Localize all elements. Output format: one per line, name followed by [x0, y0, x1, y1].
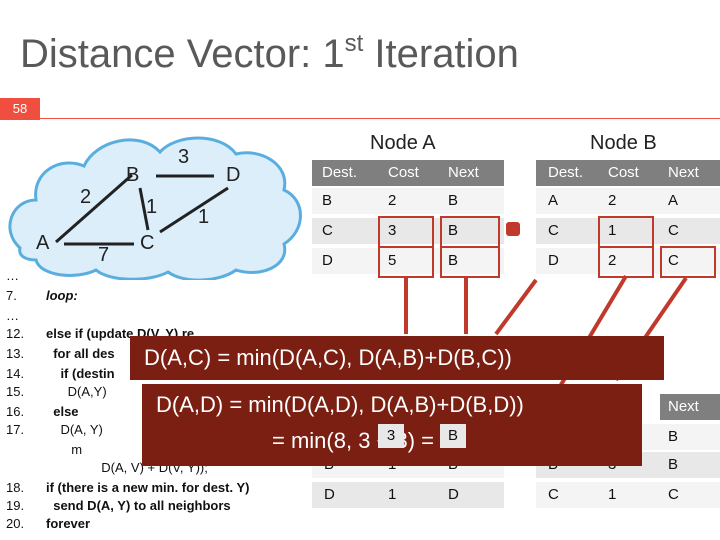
node-a-header-next: Next [440, 160, 504, 186]
node-b-label: B [126, 164, 140, 186]
node-b-row3-cost: 2 [598, 248, 660, 274]
weight-b-d: 3 [178, 146, 190, 168]
tag-next-b: B [440, 424, 466, 448]
node-c-row2-cost: 1 [378, 482, 440, 508]
node-a-row1-next: B [440, 188, 504, 214]
header-rule [40, 118, 720, 119]
node-d-header-next: Next [660, 394, 720, 420]
node-b-row3-dest: D [536, 248, 610, 274]
node-b-row2-cost: 1 [598, 218, 660, 244]
node-b-row2-dest: C [536, 218, 610, 244]
node-b-row3-next: C [660, 248, 720, 274]
node-b-header-cost: Cost [598, 160, 660, 186]
highlight-a-d-next [440, 246, 500, 278]
weight-a-b: 2 [80, 186, 92, 208]
weight-c-d: 1 [198, 206, 210, 228]
banner-d-a-c: D(A,C) = min(D(A,C), D(A,B)+D(B,C)) [130, 336, 664, 380]
node-b-title: Node B [590, 132, 657, 154]
arrow-marker [506, 222, 520, 236]
tag-cost-3: 3 [378, 424, 404, 448]
highlight-b-d-next [660, 246, 716, 278]
node-d-row2-next: B [660, 452, 720, 478]
edge-c-d [159, 186, 229, 234]
page-title: Distance Vector: 1st Iteration [20, 30, 519, 77]
banner-d-a-d-line2: = min(8, 3 + 3) = 5 [272, 428, 453, 453]
banner-d-a-d-line1: D(A,D) = min(D(A,D), D(A,B)+D(B,D)) [156, 392, 524, 417]
node-b-row1-next: A [660, 188, 720, 214]
highlight-b-c-cost [598, 216, 654, 248]
node-a-row3-dest: D [312, 248, 388, 274]
node-a-label: A [36, 232, 50, 254]
node-a-row2-next: B [440, 218, 504, 244]
node-d-row3-cost: 1 [598, 482, 660, 508]
node-b-header-next: Next [660, 160, 720, 186]
weight-a-c: 7 [98, 244, 110, 266]
highlight-a-c-cost [378, 216, 434, 248]
node-d-row3-next: C [660, 482, 720, 508]
node-c-label: C [140, 232, 155, 254]
weight-b-c: 1 [146, 196, 158, 218]
node-d-label: D [226, 164, 241, 186]
title-main: Distance Vector: 1 [20, 32, 345, 76]
title-end: Iteration [363, 32, 519, 76]
node-a-row3-next: B [440, 248, 504, 274]
network-graph [8, 136, 302, 280]
node-d-row1-next: B [660, 424, 720, 450]
node-a-header-cost: Cost [378, 160, 440, 186]
highlight-a-c-next [440, 216, 500, 248]
node-a-row1-dest: B [312, 188, 388, 214]
node-a-row2-cost: 3 [378, 218, 440, 244]
edge-a-b [55, 173, 133, 244]
node-a-header-dest: Dest. [312, 160, 388, 186]
node-b-row2-next: C [660, 218, 720, 244]
node-c-row2-dest: D [312, 482, 384, 508]
node-c-row2-next: D [440, 482, 504, 508]
node-d-row3-dest: C [536, 482, 610, 508]
slide-number: 58 [0, 98, 40, 120]
title-sup: st [344, 30, 364, 57]
node-a-title: Node A [370, 132, 436, 154]
node-b-header-dest: Dest. [536, 160, 610, 186]
node-b-row1-cost: 2 [598, 188, 660, 214]
arrow-line-4 [494, 278, 538, 336]
node-a-row2-dest: C [312, 218, 388, 244]
node-a-row3-cost: 5 [378, 248, 440, 274]
edge-b-c [138, 187, 150, 231]
node-b-row1-dest: A [536, 188, 610, 214]
node-a-row1-cost: 2 [378, 188, 440, 214]
